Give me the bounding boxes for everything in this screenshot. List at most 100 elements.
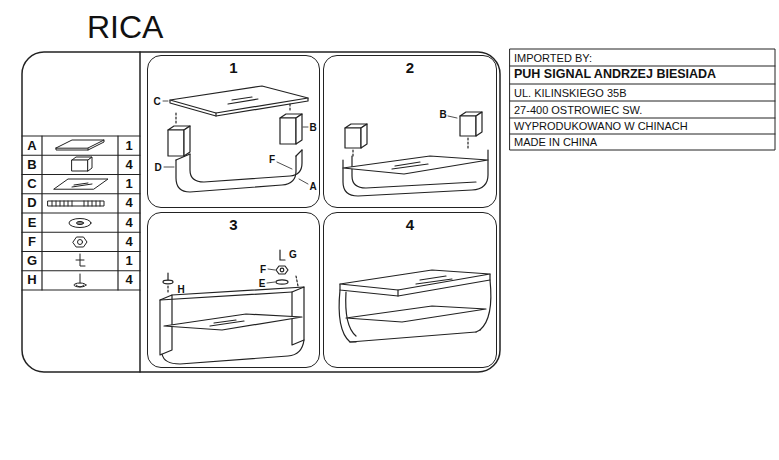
step-number: 2 — [406, 59, 414, 77]
step-panel: 2 — [323, 55, 497, 208]
parts-table-grid-stroke — [41, 136, 42, 290]
step-1-illustration-stroke — [277, 162, 292, 169]
part-icon — [48, 140, 108, 287]
callout-letter: E — [259, 278, 266, 289]
part-icon-stroke — [76, 285, 84, 287]
step-3-illustration-stroke — [172, 287, 304, 295]
outer-frame-stroke — [22, 52, 500, 372]
part-icon-stroke — [68, 201, 69, 206]
parts-table-grid-stroke — [22, 155, 140, 156]
step-2-illustration-stroke — [343, 156, 488, 174]
step-3-illustration-stroke — [280, 268, 284, 272]
step-1-illustration-stroke — [215, 113, 216, 116]
step-1-illustration — [163, 86, 308, 192]
callout-letter: D — [154, 162, 161, 173]
parts-table-grid-stroke — [22, 270, 140, 271]
importer-table-grid-stroke — [510, 84, 775, 85]
part-letter: H — [27, 273, 36, 287]
callout-letter: C — [153, 96, 160, 107]
importer-table-grid-stroke — [510, 134, 775, 135]
parts-table-grid-stroke — [22, 289, 140, 290]
part-quantity: 4 — [125, 158, 132, 172]
step-panel: 4 — [323, 212, 497, 368]
step-2-illustration-stroke — [343, 150, 488, 196]
step-1-illustration-stroke — [176, 156, 296, 192]
part-icon-stroke — [73, 237, 87, 247]
importer-table-grid — [510, 49, 775, 150]
step-1-illustration-stroke — [170, 98, 308, 116]
part-icon-stroke — [72, 160, 88, 171]
step-4-illustration-stroke — [420, 276, 446, 280]
part-quantity: 4 — [125, 273, 132, 287]
step-3-illustration-stroke — [163, 280, 173, 284]
importer-info: WYPRODUKOWANO W CHINACH — [514, 120, 688, 132]
part-letter: B — [27, 158, 36, 172]
product-title: RICA — [87, 9, 163, 45]
step-2-illustration-stroke — [361, 124, 367, 148]
part-icon-stroke — [80, 274, 81, 283]
step-1-illustration-stroke — [164, 167, 174, 168]
step-3-illustration-stroke — [267, 282, 275, 283]
importer-table-grid-stroke — [510, 118, 775, 119]
part-icon-stroke — [92, 201, 93, 206]
step-1-illustration-stroke — [163, 101, 168, 102]
callout-letter: G — [289, 249, 297, 260]
part-icon-stroke — [100, 201, 101, 206]
step-1-illustration-stroke — [296, 150, 302, 156]
step-4-illustration — [339, 270, 491, 342]
part-icon-stroke — [54, 179, 108, 189]
part-icon-stroke — [84, 201, 85, 206]
part-icon-stroke — [78, 240, 83, 245]
parts-table-grid-stroke — [22, 135, 140, 136]
step-3-illustration-stroke — [162, 340, 304, 364]
step-2-illustration — [343, 112, 488, 196]
part-icon-stroke — [72, 201, 73, 206]
part-icon-stroke — [72, 184, 92, 187]
step-2-illustration-stroke — [448, 116, 457, 118]
step-4-illustration-stroke — [339, 290, 356, 342]
step-1-illustration-stroke — [168, 130, 184, 156]
step-1-illustration-stroke — [296, 114, 302, 144]
step-panel: 1 — [147, 55, 320, 208]
step-4-illustration-stroke — [340, 274, 490, 296]
part-icon-stroke — [74, 283, 86, 287]
step-1-illustration-stroke — [303, 127, 308, 128]
callout-letter: F — [269, 154, 275, 165]
part-icon-stroke — [64, 201, 65, 206]
importer-info: IMPORTED BY: — [514, 51, 592, 63]
step-1-illustration-stroke — [280, 118, 296, 144]
part-icon-stroke — [88, 148, 89, 150]
step-3-illustration-stroke — [268, 269, 275, 270]
part-letter: D — [27, 196, 36, 210]
callout-letter: B — [439, 109, 446, 120]
outer-frame — [22, 52, 500, 372]
step-1-illustration-stroke — [175, 113, 176, 124]
step-number: 1 — [229, 59, 237, 77]
part-icon-stroke — [77, 221, 84, 224]
step-4-illustration-stroke — [350, 332, 476, 342]
part-letter: A — [27, 138, 36, 152]
importer-table-grid-stroke — [510, 66, 775, 67]
part-quantity: 4 — [125, 196, 132, 210]
parts-table-grid-stroke — [22, 251, 140, 252]
step-1-illustration-stroke — [232, 97, 252, 100]
parts-table-grid-stroke — [22, 193, 140, 194]
part-icon-stroke — [69, 219, 91, 228]
step-4-illustration-stroke — [416, 279, 452, 284]
importer-info: MADE IN CHINA — [514, 136, 597, 148]
part-icon-stroke — [56, 140, 104, 150]
step-3-illustration-stroke — [210, 321, 244, 326]
step-3-illustration-stroke — [296, 276, 298, 286]
step-2-illustration-stroke — [392, 164, 428, 169]
step-3-illustration-stroke — [280, 250, 285, 260]
part-icon-stroke — [76, 260, 84, 261]
importer-table-grid-stroke — [510, 101, 775, 102]
part-letter: F — [28, 235, 36, 249]
step-1-illustration-stroke — [184, 126, 190, 156]
part-letter: E — [28, 215, 37, 229]
outer-frame-stroke — [139, 52, 141, 372]
parts-table-grid-stroke — [22, 174, 140, 175]
importer-table-grid-stroke — [510, 49, 775, 150]
callout-letter: B — [309, 122, 316, 133]
